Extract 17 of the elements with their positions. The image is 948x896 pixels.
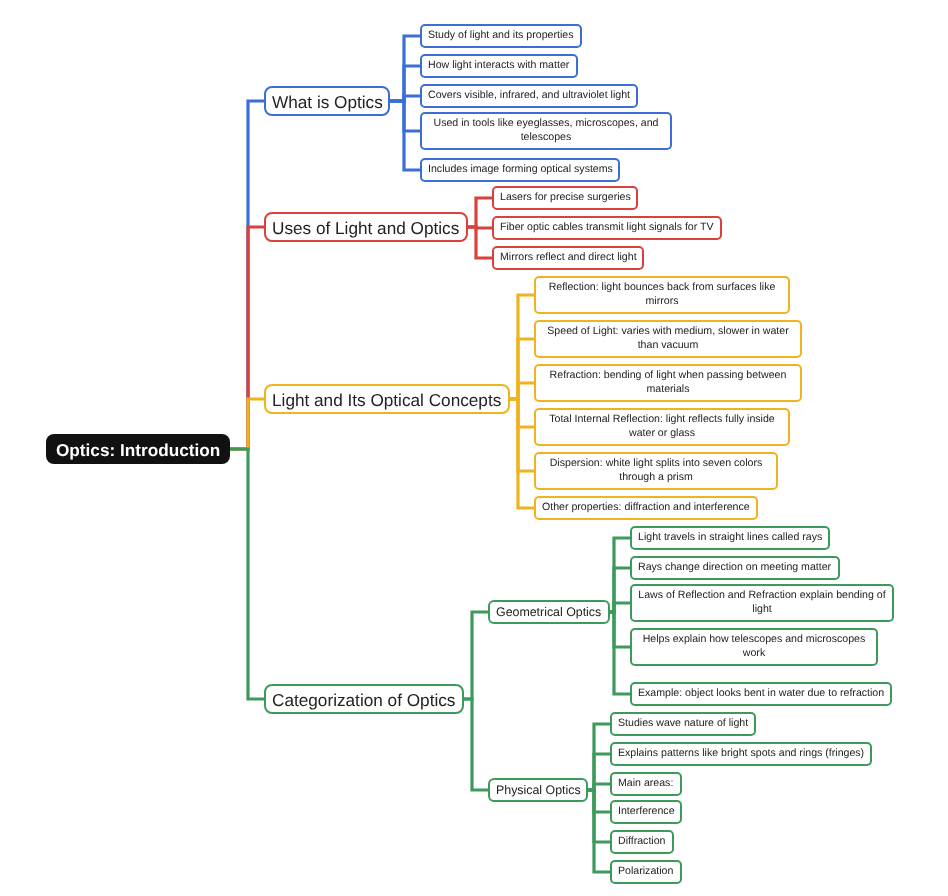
connector-line (510, 397, 534, 510)
connector-line (464, 610, 488, 701)
connector-line (390, 99, 420, 172)
connector-line (588, 782, 610, 792)
connector-line (588, 788, 610, 874)
connector-line (230, 447, 264, 701)
branch-topic: Light and Its Optical Concepts (264, 384, 510, 415)
connector-line (468, 196, 492, 229)
branch-topic: Categorization of Optics (264, 684, 464, 715)
connector-line (610, 610, 630, 696)
connector-line (468, 225, 492, 260)
branch-topic: Uses of Light and Optics (264, 212, 468, 243)
root-topic: Optics: Introduction (46, 434, 231, 465)
connector-line (464, 697, 488, 792)
connector-line (510, 381, 534, 401)
connector-line (610, 601, 630, 614)
branch-topic: What is Optics (264, 86, 391, 117)
